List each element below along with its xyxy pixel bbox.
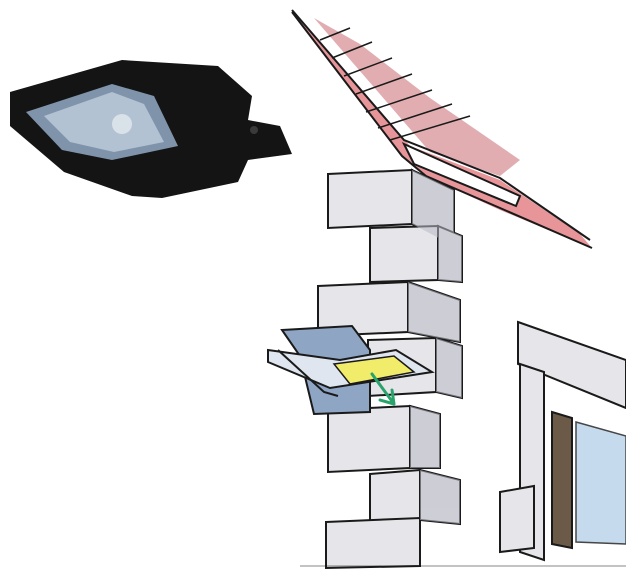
floodlight-bolt [250, 126, 258, 134]
window-sill [500, 486, 534, 552]
floodlight-bulb [112, 114, 132, 134]
window-wood-post [552, 412, 572, 548]
window-glass [576, 422, 626, 544]
